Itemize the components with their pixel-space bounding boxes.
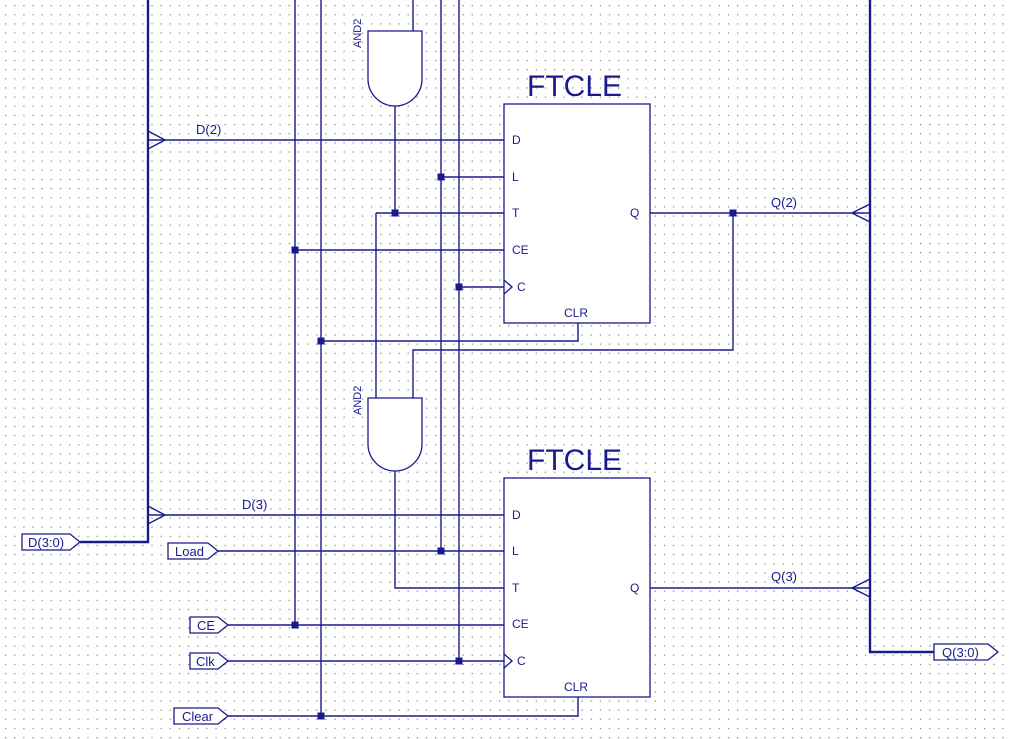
ff2-pin-d: D <box>512 508 521 522</box>
and-gate-2-label: AND2 <box>352 386 364 415</box>
port-clk-label: Clk <box>196 654 215 669</box>
port-clear-label: Clear <box>182 709 214 724</box>
ff2-pin-c: C <box>517 654 526 668</box>
q2-bus-ripper <box>850 203 871 223</box>
flip-flop-1-body[interactable] <box>503 103 651 324</box>
ff1-pin-q: Q <box>630 206 639 220</box>
q2-feedback-wire[interactable] <box>412 213 734 398</box>
port-load-label: Load <box>175 544 204 559</box>
junction-clk-ff2 <box>455 657 463 665</box>
port-ce-label: CE <box>197 618 215 633</box>
and-gate-1-label: AND2 <box>352 19 364 48</box>
ff1-pin-d: D <box>512 133 521 147</box>
ff2-pin-t: T <box>512 581 520 595</box>
net-label-q2: Q(2) <box>771 195 797 210</box>
ff1-pin-c: C <box>517 280 526 294</box>
port-d-input[interactable]: D(3:0) <box>21 533 82 551</box>
ff2-pin-ce: CE <box>512 617 529 631</box>
clear-to-ff2-clr[interactable] <box>228 697 579 717</box>
port-q-output[interactable]: Q(3:0) <box>933 643 1000 661</box>
flip-flop-2-body[interactable] <box>503 477 651 698</box>
junction-load-ff2 <box>437 547 445 555</box>
and-gate-2[interactable]: AND2 <box>352 386 423 472</box>
flip-flop-2-title: FTCLE <box>527 444 622 477</box>
port-load[interactable]: Load <box>167 542 220 560</box>
ff2-clock-triangle <box>503 653 514 669</box>
port-q-output-label: Q(3:0) <box>942 645 979 660</box>
ff1-pin-ce: CE <box>512 243 529 257</box>
q3-bus-ripper <box>850 578 871 598</box>
d2-bus-ripper <box>147 130 167 150</box>
d-input-bus[interactable] <box>80 0 150 544</box>
ff2-pin-l: L <box>512 544 519 558</box>
ff2-pin-clr: CLR <box>564 680 588 694</box>
junction-clear-ff2 <box>317 712 325 720</box>
junction-q2 <box>729 209 737 217</box>
and-gate-1[interactable]: AND2 <box>352 19 423 107</box>
flip-flop-q2[interactable]: FTCLE D L T CE C Q CLR <box>503 70 651 324</box>
q-output-bus[interactable] <box>868 0 934 654</box>
net-label-d3: D(3) <box>242 497 267 512</box>
ff1-pin-clr: CLR <box>564 306 588 320</box>
junction-ce-ff1 <box>291 246 299 254</box>
ff1-clock-triangle <box>503 279 514 295</box>
port-clear[interactable]: Clear <box>173 707 230 725</box>
junction-clk-ff1 <box>455 283 463 291</box>
net-label-d2: D(2) <box>196 122 221 137</box>
flip-flop-q3[interactable]: FTCLE D L T CE C Q CLR <box>503 444 651 698</box>
clear-to-ff1-clr[interactable] <box>321 323 579 342</box>
flip-flop-1-title: FTCLE <box>527 70 622 103</box>
ff1-pin-l: L <box>512 170 519 184</box>
and2-output-wire[interactable] <box>394 471 504 589</box>
junction-load-ff1 <box>437 173 445 181</box>
junction-ce-ff2 <box>291 621 299 629</box>
ff1-pin-t: T <box>512 206 520 220</box>
d3-bus-ripper <box>147 505 167 525</box>
net-label-q3: Q(3) <box>771 569 797 584</box>
port-ce[interactable]: CE <box>189 616 230 634</box>
junction-t-ff1 <box>391 209 399 217</box>
ff2-pin-q: Q <box>630 581 639 595</box>
junction-clear-ff1 <box>317 337 325 345</box>
port-clk[interactable]: Clk <box>189 652 230 670</box>
port-d-input-label: D(3:0) <box>28 535 64 550</box>
